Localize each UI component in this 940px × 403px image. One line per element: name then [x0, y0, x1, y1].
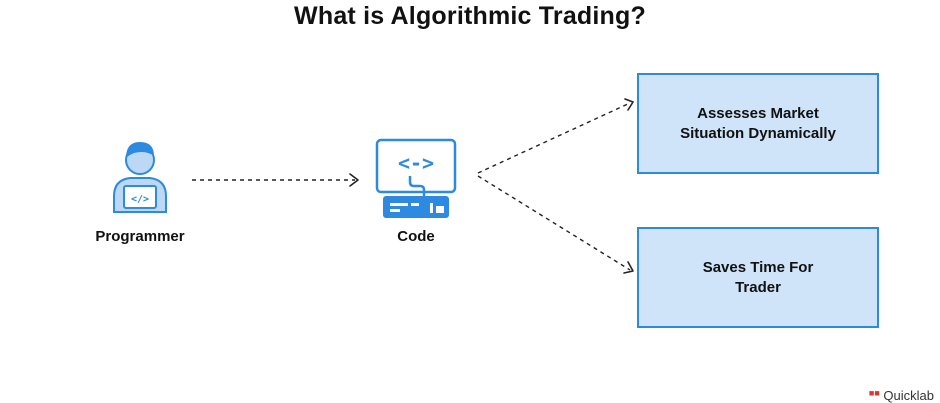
svg-text:<->: <->: [398, 151, 434, 175]
logo-mark-icon: ■■: [868, 388, 880, 398]
brand-logo: ■■ Quicklab: [869, 388, 934, 403]
outcome-label-saves: Saves Time For Trader: [702, 258, 814, 296]
outcome-box-saves: Saves Time For Trader: [637, 227, 879, 328]
code-label: Code: [397, 228, 435, 245]
arrow-code-to-assess: [477, 102, 631, 174]
outcome-label-assess: Assesses Market Situation Dynamically: [680, 104, 836, 142]
page-title: What is Algorithmic Trading?: [294, 2, 646, 30]
arrowhead-programmer-to-code: [349, 173, 359, 187]
programmer-label: Programmer: [95, 228, 185, 245]
arrow-code-to-saves: [477, 175, 631, 271]
logo-text: Quicklab: [883, 388, 934, 403]
svg-text:</>: </>: [131, 194, 149, 205]
outcome-box-assess: Assesses Market Situation Dynamically: [637, 73, 879, 174]
arrowhead-code-to-saves: [623, 261, 634, 274]
arrowhead-code-to-assess: [624, 98, 634, 111]
